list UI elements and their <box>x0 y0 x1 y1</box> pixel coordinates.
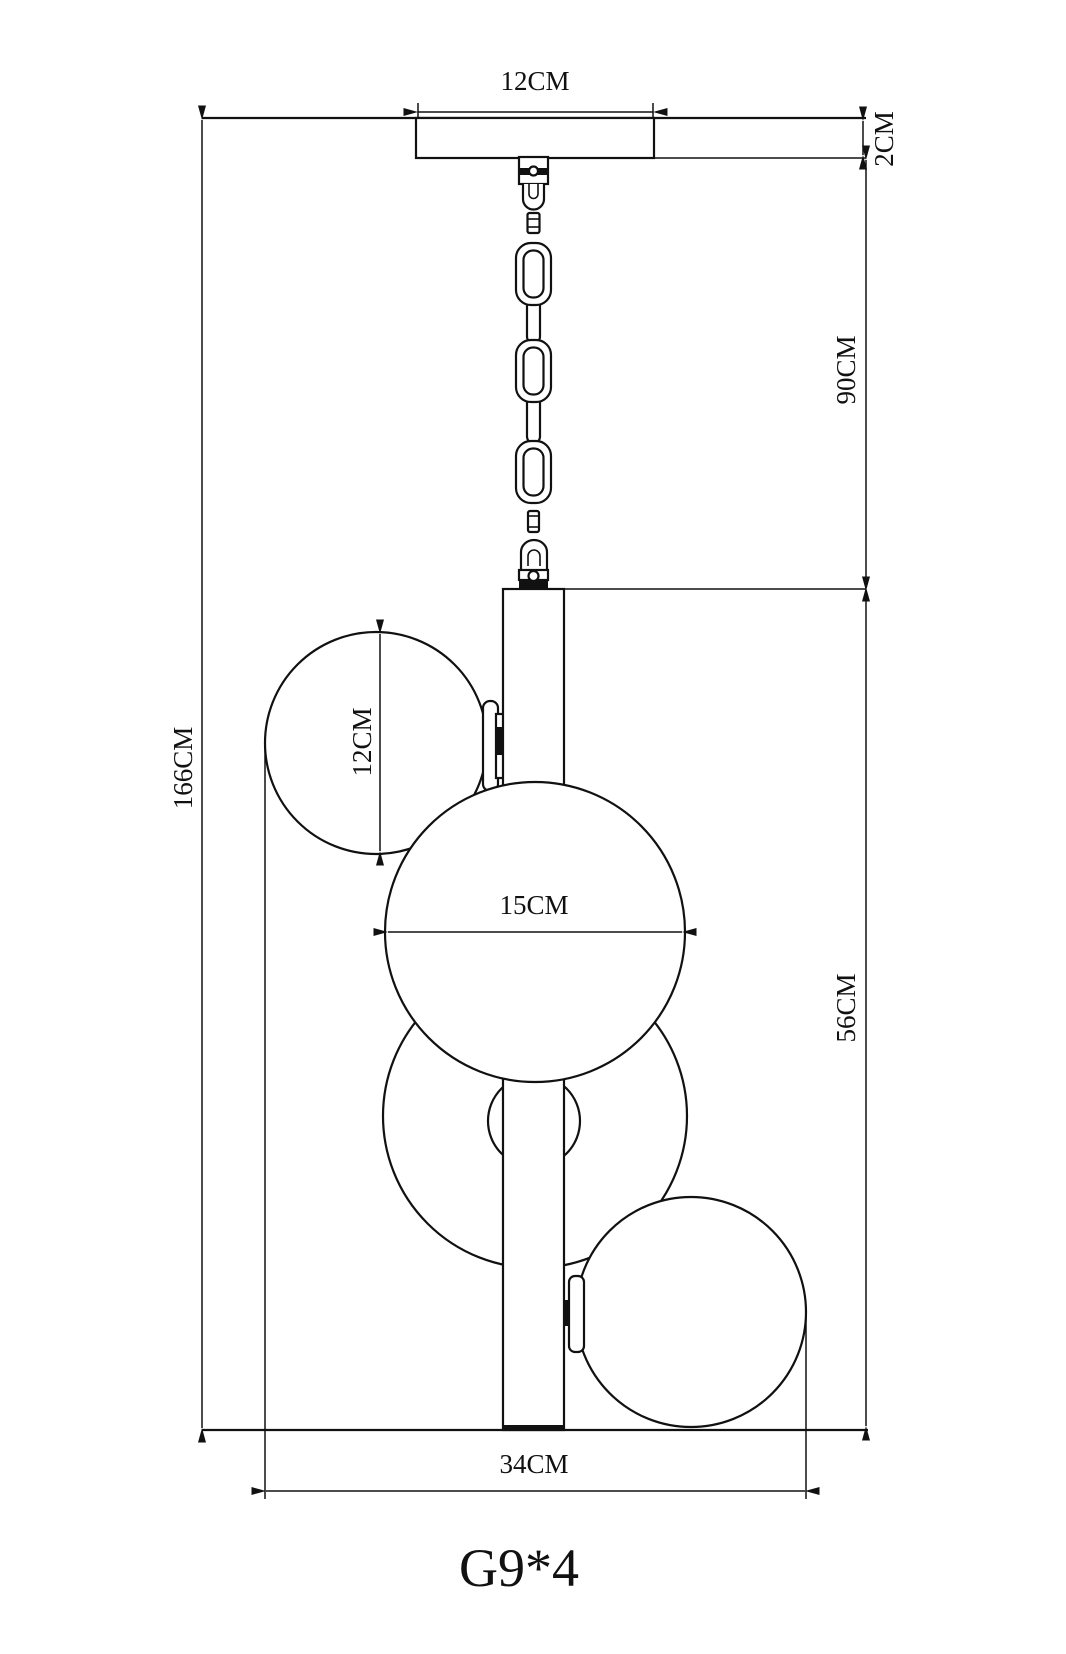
dim-label-canopy-width: 12CM <box>500 66 569 96</box>
chain-link <box>514 338 553 404</box>
dim-suspension-drop: 90CM <box>831 145 870 602</box>
dim-small-globe: 12CM <box>347 619 384 866</box>
globe-bottom <box>574 1195 808 1429</box>
dim-label-suspension-drop: 90CM <box>831 335 861 404</box>
dim-label-overall-height: 166CM <box>168 727 198 810</box>
globe-small-socket <box>481 699 506 793</box>
dim-large-globe: 15CM <box>373 890 697 936</box>
dim-label-small-globe: 12CM <box>347 707 377 776</box>
chain-link <box>514 241 553 307</box>
rod-end-cap <box>503 1425 564 1431</box>
canopy-plate <box>414 116 866 160</box>
dim-label-large-globe: 15CM <box>499 890 568 920</box>
dim-canopy-thickness: 2CM <box>859 106 899 170</box>
chain-link <box>514 439 553 505</box>
globe-bottom-socket <box>564 1274 586 1354</box>
top-hanger-bracket <box>517 155 550 211</box>
dim-label-canopy-thickness: 2CM <box>869 111 899 167</box>
suspension-chain <box>514 211 553 534</box>
bottom-hanger-bracket <box>517 538 550 588</box>
dim-overall-width: 34CM <box>251 746 820 1499</box>
bulb-spec-label: G9*4 <box>459 1538 579 1598</box>
dim-label-body-height: 56CM <box>831 973 861 1042</box>
dim-body-height: 56CM <box>831 576 870 1441</box>
dim-overall-height: 166CM <box>168 105 206 1443</box>
dim-canopy-width: 12CM <box>403 66 668 117</box>
dim-label-overall-width: 34CM <box>499 1449 568 1479</box>
